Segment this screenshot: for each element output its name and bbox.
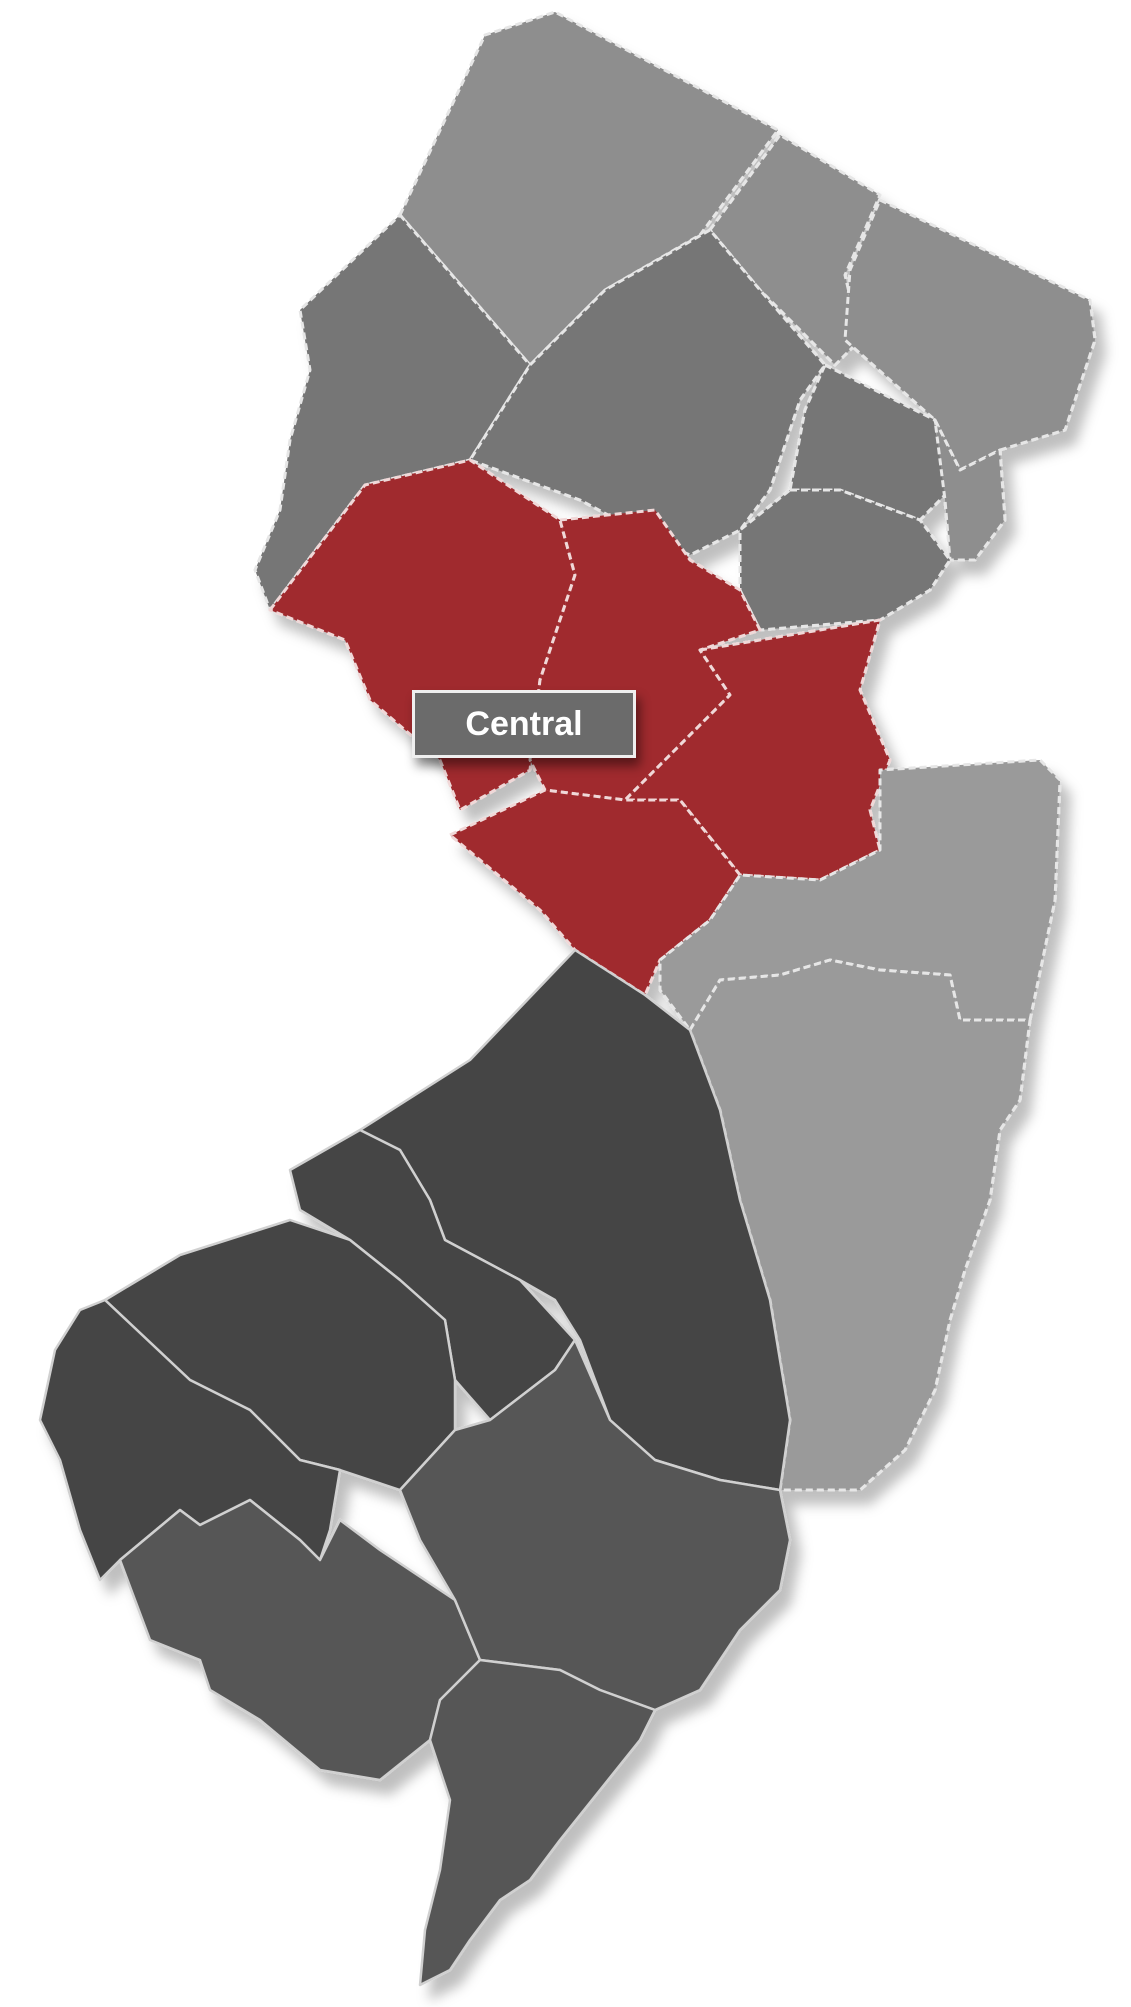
county-cape-may[interactable]: [418, 1658, 657, 1987]
region-label-text: Central: [465, 704, 583, 743]
region-shore[interactable]: [658, 758, 1062, 1492]
region-south[interactable]: [38, 948, 792, 1987]
region-north[interactable]: [253, 10, 1097, 632]
county-middlesex[interactable]: [623, 618, 892, 882]
county-bergen[interactable]: [843, 198, 1097, 472]
county-warren[interactable]: [253, 213, 532, 612]
county-ocean[interactable]: [688, 958, 1032, 1492]
region-label-central: Central: [412, 690, 636, 758]
county-hudson[interactable]: [933, 418, 1007, 562]
county-morris[interactable]: [468, 228, 827, 557]
county-union[interactable]: [738, 488, 952, 632]
